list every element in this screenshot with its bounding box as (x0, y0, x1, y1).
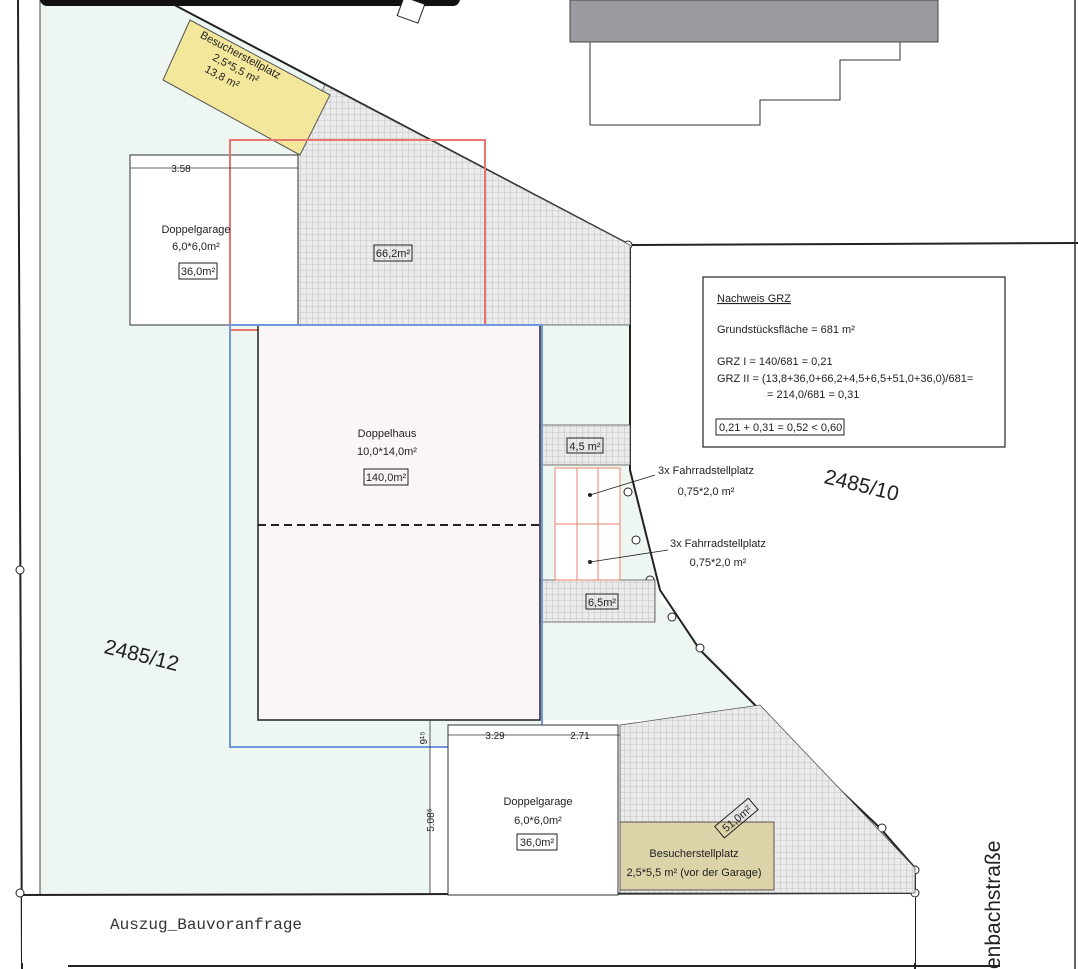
paved-top-area (297, 84, 631, 326)
top-dark-element (40, 0, 460, 6)
bike-2-dims: 0,75*2,0 m² (690, 557, 747, 569)
dim-3-58-label: 3.58 (171, 164, 191, 175)
boundary-curve (629, 245, 916, 969)
garage-top (129, 154, 299, 326)
house-footprint (257, 324, 541, 721)
garage-bottom (447, 724, 619, 896)
grz-title: Nachweis GRZ (717, 293, 791, 305)
dim-vertical-label-2: 5.08⁵ (426, 808, 437, 832)
grz-2b: = 214,0/681 = 0,31 (767, 389, 859, 401)
bike-2-title: 3x Fahrradstellplatz (670, 538, 766, 550)
area-box-66 (373, 244, 413, 262)
top-small-box (396, 0, 426, 24)
paved-top-area-label: 66,2m² (376, 248, 411, 260)
paved-small-6-5 (539, 579, 656, 623)
grz-result: 0,21 + 0,31 = 0,52 < 0,60 (719, 422, 842, 434)
house-title: Doppelhaus (358, 428, 417, 440)
garage-top-dims: 6,0*6,0m² (172, 241, 220, 253)
neighbour-building-outline (589, 39, 901, 126)
house-dims: 10,0*14,0m² (357, 446, 417, 458)
dim-2-71-label: 2.71 (570, 731, 590, 742)
boundary-left (17, 0, 23, 969)
bike-leader-1 (589, 474, 656, 496)
garage-bottom-title: Doppelgarage (503, 796, 572, 808)
garage-top-title: Doppelgarage (161, 224, 230, 236)
guest-parking-bottom (619, 821, 775, 891)
street-name: enbachstraße (982, 841, 1005, 969)
guest-bottom-title: Besucherstellplatz (649, 848, 738, 860)
area-box-140 (363, 468, 409, 486)
garage-bottom-dims: 6,0*6,0m² (514, 815, 562, 827)
small-area-2: 6,5m² (588, 597, 616, 609)
area-box-36-bottom (516, 833, 558, 851)
grz-plot-area: Grundstücksfläche = 681 m² (717, 324, 855, 336)
paved-small-4-5 (539, 424, 631, 466)
bike-1-dims: 0,75*2,0 m² (678, 486, 735, 498)
neighbour-roof (569, 0, 939, 43)
garage-bottom-area: 36,0m² (520, 837, 555, 849)
boundary-right-top (629, 242, 1078, 246)
area-box-36-top (178, 262, 218, 280)
blue-frame (229, 324, 543, 748)
area-box-4-5 (566, 437, 604, 454)
dim-3-29-label: 3.29 (485, 731, 505, 742)
small-area-1: 4,5 m² (569, 441, 601, 453)
parcel-right: 2485/10 (822, 465, 901, 506)
street-area (22, 897, 915, 963)
footer-label: Auszug_Bauvoranfrage (110, 916, 302, 934)
guest-parking-top (162, 19, 331, 156)
bike-racks (554, 467, 621, 581)
grz-result-box (715, 418, 845, 436)
grz-1: GRZ I = 140/681 = 0,21 (717, 356, 833, 368)
dim-vertical-label-1: 9¹⁵ (419, 731, 430, 744)
area-box-6-5 (585, 593, 619, 610)
grz-2a: GRZ II = (13,8+36,0+66,2+4,5+6,5+51,0+36… (717, 373, 973, 385)
guest-bottom-dims: 2,5*5,5 m² (vor der Garage) (626, 867, 761, 879)
bike-leader-2 (589, 549, 669, 563)
garage-top-area: 36,0m² (181, 266, 216, 278)
house-area: 140,0m² (366, 472, 407, 484)
bike-1-title: 3x Fahrradstellplatz (658, 465, 754, 477)
